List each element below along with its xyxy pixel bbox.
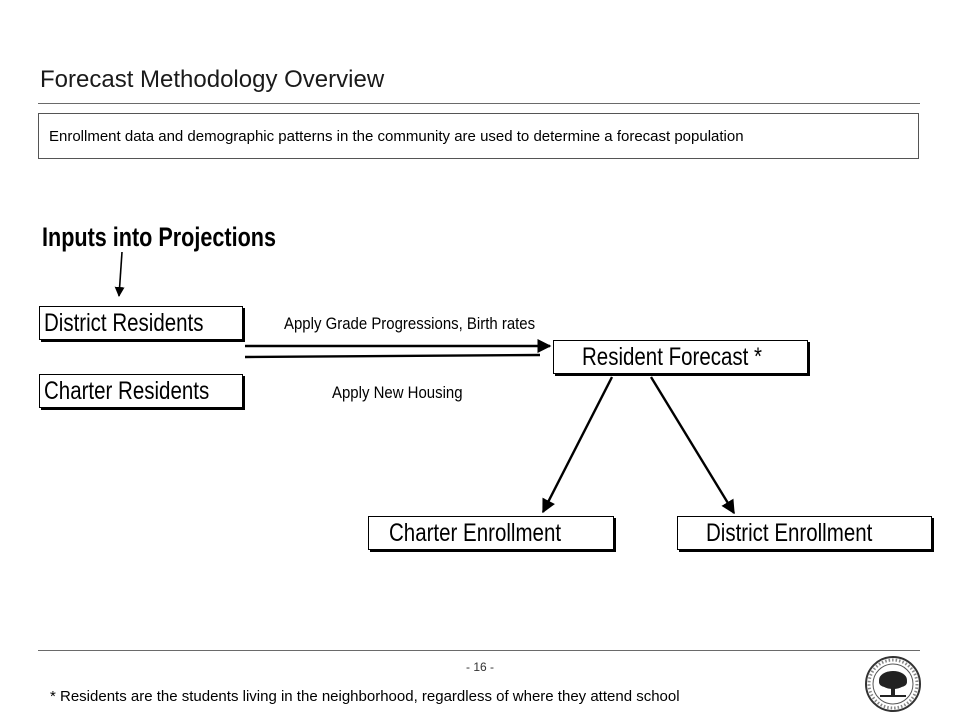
seal-tree-icon	[865, 656, 921, 712]
district-residents-label: District Residents	[44, 309, 204, 337]
charter-enrollment-label: Charter Enrollment	[389, 519, 562, 547]
grade-progressions-label: Apply Grade Progressions, Birth rates	[284, 314, 536, 333]
slide-title: Forecast Methodology Overview	[40, 66, 385, 93]
page-number: - 16 -	[465, 660, 494, 674]
charter-enrollment-node: Charter Enrollment	[368, 516, 614, 550]
heading-to-district-arrow	[114, 251, 125, 297]
title-divider	[38, 103, 920, 104]
forecast-to-district-arrow	[649, 376, 736, 515]
footnote: * Residents are the students living in t…	[50, 688, 680, 705]
charter-residents-label: Charter Residents	[44, 377, 210, 405]
inputs-heading: Inputs into Projections	[42, 222, 277, 252]
charter-residents-node: Charter Residents	[39, 374, 243, 408]
district-residents-node: District Residents	[39, 306, 243, 340]
district-enrollment-node: District Enrollment	[677, 516, 932, 550]
forecast-to-charter-arrow	[541, 376, 614, 514]
resident-forecast-label: Resident Forecast *	[582, 343, 763, 371]
footer-divider	[38, 650, 920, 651]
new-housing-label: Apply New Housing	[332, 383, 463, 402]
subtitle-box: Enrollment data and demographic patterns…	[38, 113, 919, 159]
district-enrollment-label: District Enrollment	[706, 519, 873, 547]
new-housing-line	[244, 353, 541, 359]
resident-forecast-node: Resident Forecast *	[553, 340, 808, 374]
subtitle-text: Enrollment data and demographic patterns…	[49, 128, 744, 145]
